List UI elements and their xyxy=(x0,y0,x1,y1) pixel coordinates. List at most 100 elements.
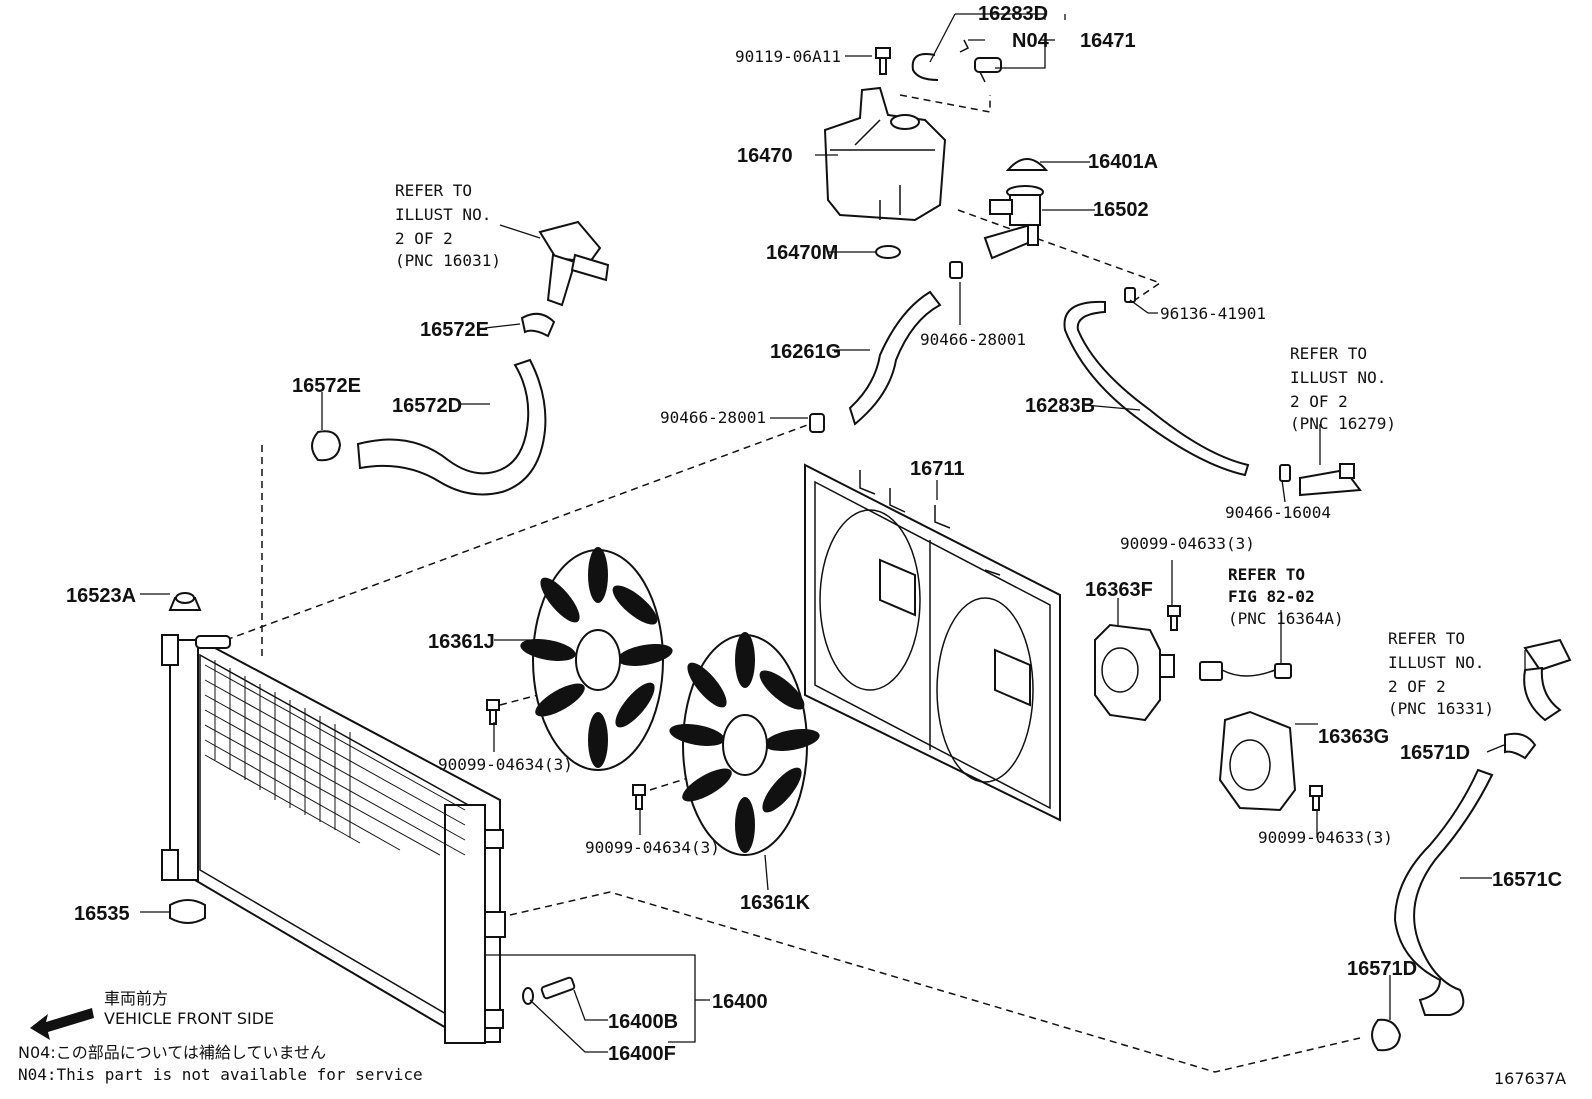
clamp-90466-16004 xyxy=(1279,464,1291,482)
label-16471: 16471 xyxy=(1080,30,1136,52)
label-90099-04634-b: 90099-04634(3) xyxy=(585,838,720,857)
legend-note-en: N04:This part is not available for servi… xyxy=(18,1065,423,1084)
wire-harness xyxy=(1199,661,1292,681)
hose-16261G xyxy=(848,290,942,426)
label-16361J: 16361J xyxy=(428,631,495,653)
clamp-16572E-top xyxy=(520,312,556,338)
grommet-16470M xyxy=(875,245,901,259)
label-16571D-top: 16571D xyxy=(1400,742,1470,764)
label-16400: 16400 xyxy=(712,991,768,1013)
label-96136-41901: 96136-41901 xyxy=(1160,304,1266,323)
label-16523A: 16523A xyxy=(66,585,136,607)
svg-text:REFER TO: REFER TO xyxy=(395,181,472,200)
ref-16331: REFER TO ILLUST NO. 2 OF 2 (PNC 16331) xyxy=(1388,629,1494,718)
legend-front-jp: 車両前方 xyxy=(104,989,168,1008)
label-16571C: 16571C xyxy=(1492,869,1562,891)
bolt-90099-04634-a xyxy=(486,699,500,725)
grommet-16535 xyxy=(169,899,206,924)
label-90099-04633-a: 90099-04633(3) xyxy=(1120,534,1255,553)
label-16283B: 16283B xyxy=(1025,395,1095,417)
hose-16283B xyxy=(1063,300,1250,477)
bolt-90099-04633-b xyxy=(1309,785,1323,811)
svg-text:REFER TO: REFER TO xyxy=(1290,344,1367,363)
svg-text:2 OF 2: 2 OF 2 xyxy=(1388,677,1446,696)
svg-text:REFER TO: REFER TO xyxy=(1228,565,1305,584)
label-16401A: 16401A xyxy=(1088,151,1158,173)
svg-text:ILLUST NO.: ILLUST NO. xyxy=(1388,653,1484,672)
label-16283D: 16283D xyxy=(978,3,1048,25)
label-16400B: 16400B xyxy=(608,1011,678,1033)
label-16572E-top: 16572E xyxy=(420,319,489,341)
clip-N04 xyxy=(959,39,970,53)
label-16361K: 16361K xyxy=(740,892,811,914)
ref-16279: REFER TO ILLUST NO. 2 OF 2 (PNC 16279) xyxy=(1290,344,1396,433)
legend: 車両前方 VEHICLE FRONT SIDE N04:この部品については補給し… xyxy=(18,989,423,1084)
label-N04: N04 xyxy=(1012,30,1050,52)
svg-text:ILLUST NO.: ILLUST NO. xyxy=(1290,368,1386,387)
label-16711: 16711 xyxy=(910,458,965,480)
label-90099-04633-b: 90099-04633(3) xyxy=(1258,828,1393,847)
label-90466-28001-b: 90466-28001 xyxy=(660,408,766,427)
filler-neck xyxy=(983,185,1044,260)
bolt-90099-04633-a xyxy=(1167,605,1181,631)
fan-shroud xyxy=(804,463,1061,822)
svg-text:(PNC 16331): (PNC 16331) xyxy=(1388,699,1494,718)
label-16470: 16470 xyxy=(737,145,793,167)
svg-text:(PNC 16031): (PNC 16031) xyxy=(395,251,501,270)
radiator-cap xyxy=(1005,158,1049,171)
clamp-90466-lower xyxy=(809,413,825,433)
label-90119-06A11: 90119-06A11 xyxy=(735,47,841,66)
clamp-16571D-bottom xyxy=(1371,1018,1402,1052)
clamp-96136 xyxy=(1124,287,1136,303)
reference-notes: REFER TO ILLUST NO. 2 OF 2 (PNC 16031) R… xyxy=(395,181,1494,718)
clamp-90466-upper xyxy=(949,261,963,279)
clamp-16571D-top xyxy=(1504,732,1537,760)
label-16470M: 16470M xyxy=(766,242,838,264)
ref-16031: REFER TO ILLUST NO. 2 OF 2 (PNC 16031) xyxy=(395,181,501,270)
radiator-fins xyxy=(204,660,466,856)
label-16363G: 16363G xyxy=(1318,726,1389,748)
svg-text:2 OF 2: 2 OF 2 xyxy=(395,229,453,248)
label-16363F: 16363F xyxy=(1085,579,1153,601)
label-16261G: 16261G xyxy=(770,341,841,363)
label-16535: 16535 xyxy=(74,903,130,925)
hose-16283D xyxy=(911,53,939,81)
clamp-16572E-side xyxy=(311,430,342,462)
radiator xyxy=(161,634,576,1044)
fan-16361K xyxy=(669,632,820,856)
drain-cock xyxy=(522,976,576,1005)
svg-text:FIG 82-02: FIG 82-02 xyxy=(1228,587,1315,606)
part-labels: 16283D N04 16471 90119-06A11 16470 16401… xyxy=(66,3,1562,1065)
cap-16471 xyxy=(974,57,1002,83)
thermostat-housing xyxy=(538,220,610,307)
label-90466-16004: 90466-16004 xyxy=(1225,503,1331,522)
motor-16363G xyxy=(1218,710,1297,812)
ref-16364A: REFER TO FIG 82-02 (PNC 16364A) xyxy=(1228,565,1344,628)
bolt-90119 xyxy=(875,47,891,75)
svg-text:2 OF 2: 2 OF 2 xyxy=(1290,392,1348,411)
reservoir-tank xyxy=(823,86,947,222)
pipe-16279 xyxy=(1299,463,1362,497)
legend-front-en: VEHICLE FRONT SIDE xyxy=(104,1009,274,1028)
arrow-left-icon xyxy=(30,1008,94,1040)
diagram-id: 167637A xyxy=(1494,1069,1566,1088)
svg-text:REFER TO: REFER TO xyxy=(1388,629,1465,648)
pipe-16331 xyxy=(1523,638,1572,722)
hose-16572D xyxy=(356,358,547,496)
svg-text:(PNC 16279): (PNC 16279) xyxy=(1290,414,1396,433)
fan-16361J xyxy=(520,547,673,771)
label-90099-04634-a: 90099-04634(3) xyxy=(438,755,573,774)
label-16572D: 16572D xyxy=(392,395,462,417)
bolt-90099-04634-b xyxy=(632,784,646,810)
grommet-16523A xyxy=(168,592,202,611)
label-16502: 16502 xyxy=(1093,199,1149,221)
label-16400F: 16400F xyxy=(608,1043,676,1065)
svg-text:(PNC 16364A): (PNC 16364A) xyxy=(1228,609,1344,628)
svg-text:ILLUST NO.: ILLUST NO. xyxy=(395,205,491,224)
label-90466-28001-a: 90466-28001 xyxy=(920,330,1026,349)
label-16572E-side: 16572E xyxy=(292,375,361,397)
motor-16363F xyxy=(1094,623,1175,722)
leader-lines xyxy=(140,13,1526,1053)
